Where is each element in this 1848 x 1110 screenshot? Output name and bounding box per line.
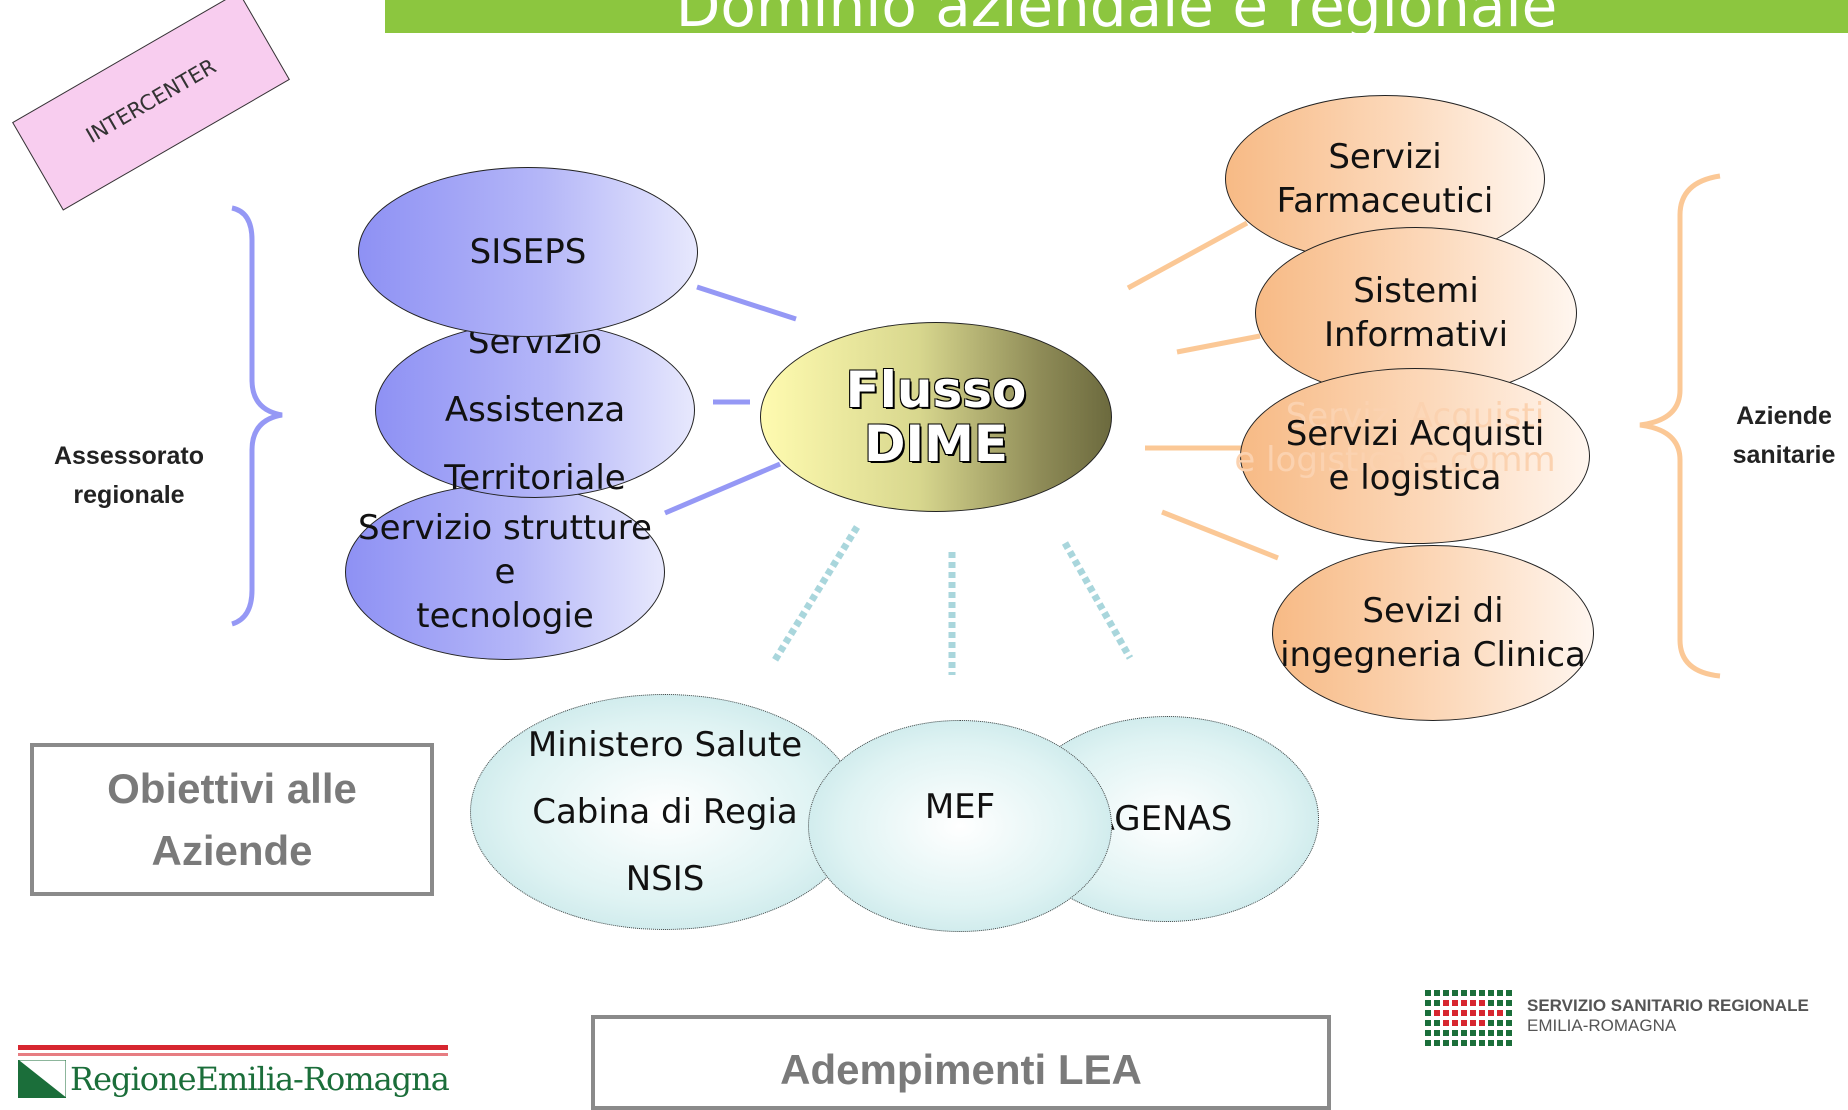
regione-logo: RegioneEmilia-Romagna — [18, 1045, 450, 1098]
acquisti-ghost-text: Servizi Acquisti e logistica e comm — [1234, 394, 1569, 482]
node-ministero-line1: Ministero Salute — [527, 724, 803, 765]
ssr-line2: EMILIA-ROMAGNA — [1527, 1016, 1677, 1035]
ssr-line1: SERVIZIO SANITARIO REGIONALE — [1527, 996, 1809, 1015]
node-servizio-strutture: Servizio strutture e tecnologie — [345, 484, 665, 660]
center-line1: Flusso — [845, 361, 1027, 419]
node-mef-label: MEF — [924, 787, 996, 827]
node-assistenza-line2: Territoriale — [444, 458, 626, 498]
box-obiettivi: Obiettivi alle Aziende — [30, 743, 434, 896]
box-adempimenti-lea: Adempimenti LEA — [591, 1015, 1331, 1110]
assessorato-line1: Assessorato — [53, 442, 205, 470]
ssr-logo: SERVIZIO SANITARIO REGIONALE EMILIA-ROMA… — [1425, 990, 1809, 1052]
left-brace — [231, 205, 283, 627]
node-ministero: Ministero Salute Cabina di Regia NSIS — [470, 694, 860, 930]
node-siseps-line1: SISEPS — [469, 232, 587, 272]
page-title: Dominio aziendale e regionale — [385, 0, 1848, 33]
node-ministero-line2: Cabina di Regia — [532, 791, 798, 832]
center-line2: DIME — [863, 415, 1009, 473]
connector-farmaceutici — [1126, 220, 1249, 291]
node-strutture-line2: tecnologie — [416, 596, 594, 636]
node-farmaceutici-line1: Servizi — [1328, 137, 1442, 177]
node-flusso-dime: Flusso DIME — [760, 322, 1112, 512]
node-ingegneria-line2: ingegneria Clinica — [1280, 635, 1586, 675]
right-brace — [1639, 173, 1721, 679]
node-ingegneria-clinica: Sevizi di ingegneria Clinica — [1272, 545, 1594, 721]
connector-siseps — [696, 284, 797, 322]
node-ministero-line3: NSIS — [625, 858, 705, 899]
node-farmaceutici-line2: Farmaceutici — [1276, 181, 1494, 221]
connector-strutture — [664, 461, 781, 516]
node-servizio-assistenza: Servizio Assistenza Territoriale — [375, 322, 695, 498]
ssr-logo-text: SERVIZIO SANITARIO REGIONALE EMILIA-ROMA… — [1527, 996, 1809, 1036]
node-servizi-acquisti: Servizi Acquisti e logistica e comm Serv… — [1234, 368, 1590, 544]
node-informativi-line2: Informativi — [1323, 315, 1509, 355]
obiettivi-line1: Obiettivi alle — [107, 764, 357, 812]
logo-red-thin-bar — [18, 1053, 448, 1056]
regione-logo-text: RegioneEmilia-Romagna — [70, 1060, 450, 1098]
node-informativi-line1: Sistemi — [1353, 271, 1479, 311]
regione-flag-icon — [18, 1060, 66, 1098]
connector-ingegneria — [1161, 509, 1279, 561]
obiettivi-line2: Aziende — [151, 826, 313, 874]
node-siseps: SISEPS — [358, 167, 698, 337]
aziende-line2: sanitarie — [1732, 441, 1836, 469]
header-banner: Dominio aziendale e regionale — [385, 0, 1848, 33]
node-agenas-label: AGENAS — [1091, 799, 1233, 839]
assessorato-line2: regionale — [73, 481, 185, 509]
aziende-line1: Aziende — [1736, 402, 1832, 430]
ghost-line2: e logistica e comm — [1234, 440, 1556, 480]
logo-red-bar — [18, 1045, 448, 1050]
node-mef: MEF — [808, 720, 1112, 932]
node-acquisti-line2: e logistica — [1328, 458, 1502, 498]
ssr-dot-grid-icon — [1425, 990, 1512, 1046]
node-acquisti-line1: Servizi Acquisti — [1285, 414, 1545, 454]
node-ingegneria-line1: Sevizi di — [1362, 591, 1504, 631]
ghost-line1: Servizi Acquisti — [1285, 396, 1545, 436]
node-strutture-line1: Servizio strutture e — [358, 508, 652, 592]
connector-agenas — [1061, 541, 1134, 660]
connector-ministero — [772, 525, 860, 662]
lea-label: Adempimenti LEA — [780, 1046, 1142, 1093]
aziende-label: Aziende sanitarie — [1720, 397, 1848, 475]
assessorato-label: Assessorato regionale — [34, 437, 224, 515]
connector-informativi — [1176, 333, 1261, 355]
